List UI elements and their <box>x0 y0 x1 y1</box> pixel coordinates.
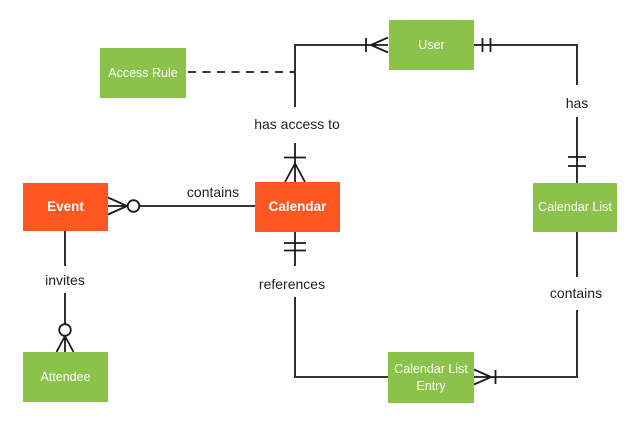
one-or-many-marker-icon <box>284 156 306 183</box>
entity-user[interactable]: User <box>389 20 474 70</box>
entity-event-label: Event <box>47 198 84 214</box>
entity-calendar-list-label: Calendar List <box>538 200 612 215</box>
entity-calendar-list[interactable]: Calendar List <box>533 183 617 232</box>
label-contains-event-calendar: contains <box>186 184 240 200</box>
exactly-one-marker-icon <box>284 242 306 252</box>
label-references: references <box>258 276 326 292</box>
entity-calendar-list-entry[interactable]: Calendar List Entry <box>388 352 474 403</box>
connector-references <box>284 232 388 378</box>
entity-attendee-label: Attendee <box>40 369 91 384</box>
label-has: has <box>565 95 589 111</box>
entity-attendee[interactable]: Attendee <box>23 352 108 402</box>
exactly-one-marker-icon <box>481 38 492 52</box>
zero-or-many-marker-icon <box>55 323 75 353</box>
one-or-many-marker-icon <box>473 368 497 386</box>
entity-calendar-label: Calendar <box>268 198 327 214</box>
entity-access-rule[interactable]: Access Rule <box>100 48 186 98</box>
entity-user-label: User <box>418 37 445 52</box>
entity-event[interactable]: Event <box>23 183 108 231</box>
zero-or-many-marker-icon <box>107 196 141 216</box>
connector-invites <box>55 231 75 353</box>
entity-calendar-list-entry-label: Calendar List Entry <box>394 361 468 393</box>
exactly-one-marker-icon <box>568 156 586 167</box>
entity-access-rule-label: Access Rule <box>108 65 178 80</box>
connector-has-access-to <box>284 36 389 183</box>
connector-contains-list-entry <box>473 232 578 386</box>
label-has-access-to: has access to <box>254 116 340 132</box>
one-or-many-marker-icon <box>365 36 389 54</box>
connector-contains-event-calendar <box>107 196 255 216</box>
label-contains-list-entry: contains <box>549 285 603 301</box>
entity-calendar[interactable]: Calendar <box>255 182 340 232</box>
connector-has <box>474 38 586 183</box>
label-invites: invites <box>45 272 85 288</box>
